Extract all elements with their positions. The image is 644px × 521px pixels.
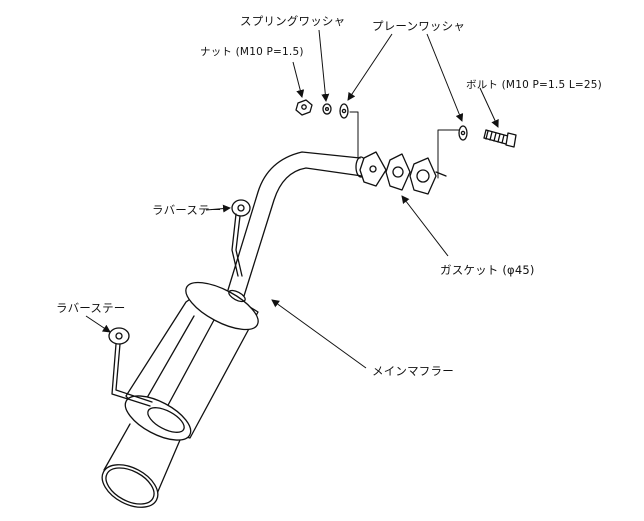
upper-rubber-stay xyxy=(231,199,251,277)
label-gasket: ガスケット (φ45) xyxy=(440,263,535,277)
lower-rubber-stay xyxy=(108,327,153,407)
callout-arrows xyxy=(85,29,499,369)
label-nut: ナット (M10 P=1.5) xyxy=(200,46,304,58)
plain-washer-arrow-left xyxy=(347,33,393,101)
main-muffler-arrow xyxy=(271,299,367,369)
main-pipe xyxy=(227,151,367,297)
flange-set xyxy=(359,151,447,195)
nut xyxy=(295,99,313,116)
upper-stay-arrow xyxy=(205,204,231,213)
label-rubber-stay-upper: ラバーステー xyxy=(152,203,222,217)
lower-stay-arrow xyxy=(85,315,111,333)
label-bolt: ボルト (M10 P=1.5 L=25) xyxy=(466,79,602,91)
tail-pipe xyxy=(101,407,185,508)
label-rubber-stay-lower: ラバーステー xyxy=(56,301,126,315)
label-main-muffler: メインマフラー xyxy=(372,364,454,378)
muffler-body xyxy=(124,281,259,441)
label-plain-washer: プレーンワッシャ xyxy=(372,19,466,33)
gasket-arrow xyxy=(401,195,449,257)
fastener-leaders xyxy=(349,111,463,179)
plain-washers xyxy=(339,103,468,141)
label-spring-washer: スプリングワッシャ xyxy=(240,14,346,28)
spring-washer xyxy=(322,103,332,115)
bolt-arrow xyxy=(479,87,499,128)
nut-arrow xyxy=(292,61,305,98)
spring-washer-arrow xyxy=(318,29,330,102)
bolt xyxy=(483,129,517,148)
plain-washer-arrow-right xyxy=(426,33,464,122)
